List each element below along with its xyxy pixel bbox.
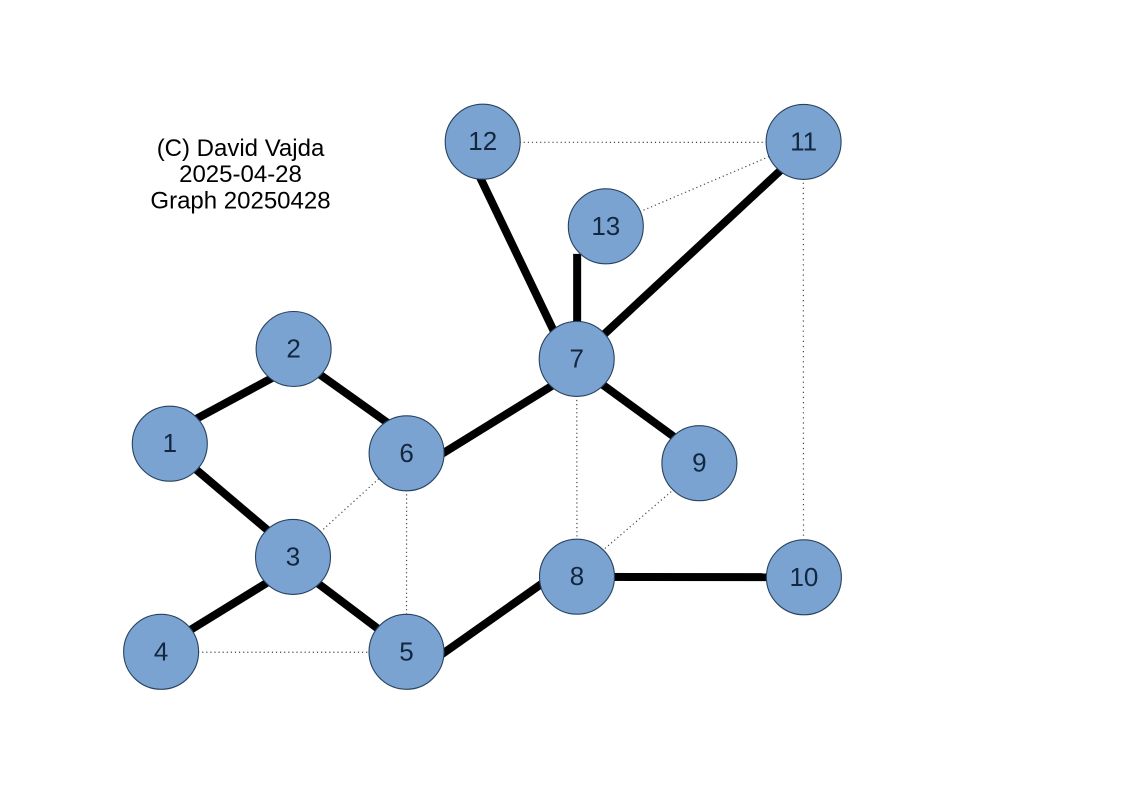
- svg-text:2025-04-28: 2025-04-28: [179, 161, 302, 188]
- svg-text:Graph 20250428: Graph 20250428: [150, 187, 330, 214]
- svg-text:4: 4: [154, 636, 168, 666]
- svg-text:(C) David Vajda: (C) David Vajda: [157, 135, 325, 162]
- svg-text:11: 11: [790, 126, 817, 156]
- svg-text:3: 3: [286, 541, 300, 571]
- svg-text:13: 13: [591, 211, 620, 241]
- svg-text:2: 2: [286, 334, 300, 364]
- svg-text:8: 8: [570, 561, 584, 591]
- svg-text:9: 9: [692, 448, 706, 478]
- svg-text:1: 1: [163, 428, 177, 458]
- svg-text:10: 10: [789, 562, 818, 592]
- svg-text:5: 5: [399, 636, 413, 666]
- svg-text:7: 7: [569, 343, 583, 373]
- svg-text:6: 6: [399, 438, 413, 468]
- svg-text:12: 12: [468, 126, 497, 156]
